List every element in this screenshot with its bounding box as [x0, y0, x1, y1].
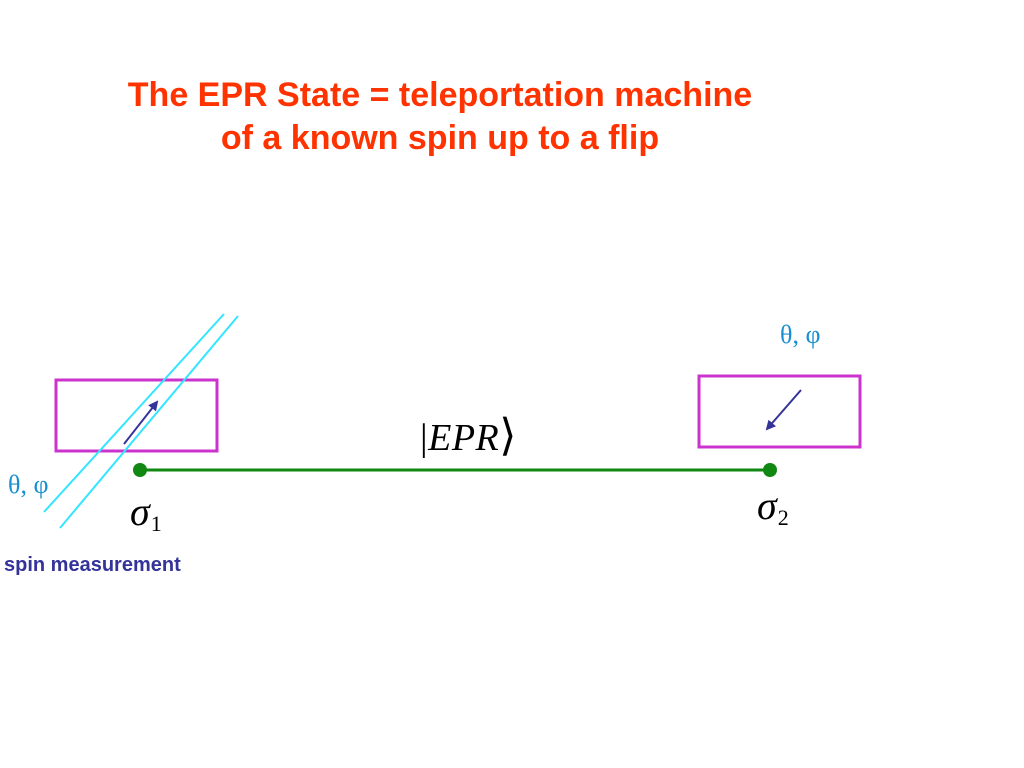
sigma-2-label: σ2 — [757, 482, 789, 531]
title-line-2: of a known spin up to a flip — [220, 119, 660, 157]
right-angles-label: θ, φ — [780, 320, 821, 349]
slide-title: The EPR State = teleportation machine of… — [40, 74, 840, 160]
sigma-2-subscript: 2 — [777, 505, 789, 530]
epr-ket-label: |EPR⟩ — [420, 410, 517, 461]
spin-arrow-right — [765, 389, 802, 431]
sigma-2-symbol: σ — [757, 483, 777, 528]
right-measurement-box — [697, 374, 862, 449]
left-measurement-box — [54, 378, 219, 453]
sigma-1-subscript: 1 — [150, 511, 162, 536]
ket-angle-glyph: ⟩ — [499, 411, 517, 460]
spin-arrow-left — [123, 400, 159, 445]
sigma-1-symbol: σ — [130, 489, 150, 534]
sigma-1-label: σ1 — [130, 488, 162, 537]
particle-2-dot — [763, 463, 777, 477]
left-angles-label: θ, φ — [8, 470, 49, 499]
ket-text: EPR — [428, 417, 500, 459]
spin-measurement-label: spin measurement — [4, 554, 181, 576]
ket-bar-glyph: | — [420, 417, 429, 459]
particle-1-dot — [133, 463, 147, 477]
polarizer-line-left — [43, 313, 225, 513]
polarizer-line-right — [59, 315, 239, 529]
title-line-1: The EPR State = teleportation machine — [127, 76, 753, 114]
